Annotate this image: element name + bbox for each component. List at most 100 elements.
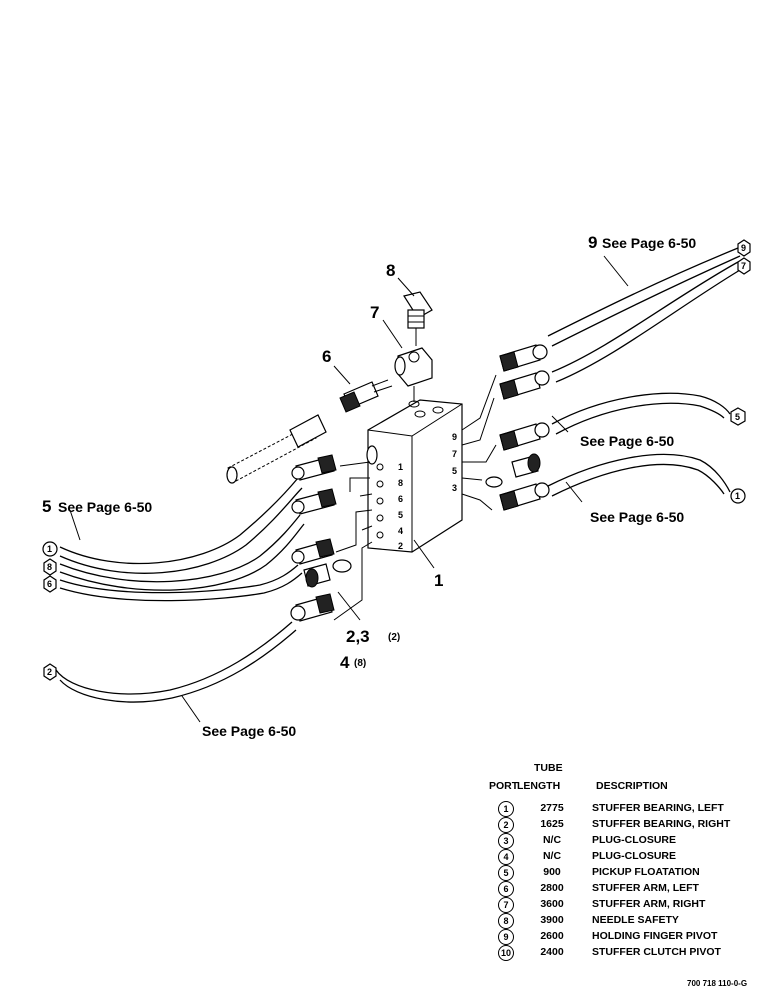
- description: STUFFER ARM, LEFT: [592, 882, 699, 894]
- leader-lines: [69, 255, 629, 723]
- description: PICKUP FLOATATION: [592, 866, 700, 878]
- marker-1-left: 1: [42, 541, 58, 557]
- svg-text:8: 8: [47, 562, 52, 572]
- block-port-9: 9: [452, 432, 457, 442]
- tube-port-5-right: [551, 392, 731, 435]
- fitting-right-port-7: [499, 370, 550, 400]
- table-row: 9 2600 HOLDING FINGER PIVOT: [486, 929, 766, 946]
- block-right-port-numbers: 9 7 5 3: [452, 432, 457, 493]
- hose-end-6: [226, 414, 327, 484]
- description: STUFFER BEARING, RIGHT: [592, 818, 731, 830]
- callout-2-3: 2,3: [346, 627, 370, 646]
- block-port-6: 6: [398, 494, 403, 504]
- callout-6: 6: [322, 347, 331, 366]
- description: NEEDLE SAFETY: [592, 914, 679, 926]
- block-port-2: 2: [398, 541, 403, 551]
- table-row: 6 2800 STUFFER ARM, LEFT: [486, 881, 766, 898]
- table-row: 10 2400 STUFFER CLUTCH PIVOT: [486, 945, 766, 962]
- description: STUFFER CLUTCH PIVOT: [592, 946, 721, 958]
- callout-4: 4: [340, 653, 350, 672]
- fitting-right-port-9: [499, 344, 548, 372]
- fitting-left-port-1: [291, 454, 337, 481]
- table-row: 1 2775 STUFFER BEARING, LEFT: [486, 801, 766, 818]
- see-page-5-right: See Page 6-50: [580, 433, 674, 449]
- table-row: 7 3600 STUFFER ARM, RIGHT: [486, 897, 766, 914]
- block-port-8: 8: [398, 478, 403, 488]
- marker-6-left: 6: [43, 575, 57, 593]
- fitting-right-port-1: [499, 482, 550, 511]
- tube-port-8-left: [59, 514, 305, 591]
- port-badge: 1: [498, 801, 514, 817]
- svg-text:7: 7: [741, 261, 746, 271]
- port-badge: 9: [498, 929, 514, 945]
- svg-text:5: 5: [735, 412, 740, 422]
- header-length: LENGTH: [517, 780, 561, 792]
- svg-text:1: 1: [47, 544, 52, 554]
- tube-port-1-left: [59, 477, 303, 574]
- plug-closure-2-3: [303, 559, 352, 588]
- port-badge: 6: [498, 881, 514, 897]
- marker-5-right: 5: [730, 407, 746, 426]
- tube-length: 2775: [540, 802, 564, 814]
- tube-port-1-right: [547, 453, 731, 497]
- port-badge: 3: [498, 833, 514, 849]
- tube-port-9: [547, 247, 741, 347]
- description: STUFFER BEARING, LEFT: [592, 802, 724, 814]
- marker-8-left: 8: [43, 558, 57, 576]
- callout-1: 1: [434, 571, 443, 590]
- fitting-6: [339, 379, 393, 413]
- port-badge: 5: [498, 865, 514, 881]
- fitting-right-port-5: [499, 422, 550, 451]
- fitting-left-port-2: [290, 593, 335, 622]
- marker-2-left: 2: [43, 663, 57, 681]
- description: HOLDING FINGER PIVOT: [592, 930, 718, 942]
- block-port-3: 3: [452, 483, 457, 493]
- marker-1-right: 1: [730, 488, 746, 504]
- port-badge: 10: [498, 945, 514, 961]
- description: STUFFER ARM, RIGHT: [592, 898, 706, 910]
- header-tube: TUBE: [534, 762, 563, 774]
- block-port-5r: 5: [452, 466, 457, 476]
- table-row: 3 N/C PLUG-CLOSURE: [486, 833, 766, 850]
- figure-code: 700 718 110-0-G: [687, 979, 748, 988]
- tube-length: 2800: [540, 882, 564, 894]
- callout-8: 8: [386, 261, 395, 280]
- table-row: 5 900 PICKUP FLOATATION: [486, 865, 766, 882]
- tube-length: N/C: [542, 850, 562, 862]
- block-right-connectors: [461, 374, 497, 511]
- port-badge: 2: [498, 817, 514, 833]
- see-page-5-left: See Page 6-50: [58, 499, 152, 515]
- callout-9: 9: [588, 233, 597, 252]
- block-port-1: 1: [398, 462, 403, 472]
- svg-text:1: 1: [735, 491, 740, 501]
- port-badge: 7: [498, 897, 514, 913]
- callout-7: 7: [370, 303, 379, 322]
- marker-7-top-right: 7: [737, 257, 751, 275]
- block-left-connectors: [333, 461, 373, 621]
- fitting-left-port-6: [291, 538, 335, 565]
- block-port-4: 4: [398, 526, 403, 536]
- callout-5: 5: [42, 497, 51, 516]
- svg-text:2: 2: [47, 667, 52, 677]
- grease-fitting-8: [403, 291, 433, 346]
- svg-text:9: 9: [741, 243, 746, 253]
- tee-fitting-7: [394, 347, 433, 408]
- tube-port-2-left: [55, 621, 297, 703]
- tube-length: N/C: [542, 834, 562, 846]
- see-page-1-right: See Page 6-50: [590, 509, 684, 525]
- marker-9-top-right: 9: [737, 239, 751, 257]
- description: PLUG-CLOSURE: [592, 850, 676, 862]
- block-port-5: 5: [398, 510, 403, 520]
- tube-port-7: [551, 261, 741, 383]
- callout-4-qty: (8): [354, 658, 366, 669]
- tube-length: 2400: [540, 946, 564, 958]
- callout-2-3-qty: (2): [388, 632, 400, 643]
- block-left-port-numbers: 1 8 6 5 4 2: [398, 462, 403, 551]
- fitting-left-port-8: [291, 488, 337, 515]
- tube-length: 2600: [540, 930, 564, 942]
- tube-length: 900: [543, 866, 561, 878]
- plug-closure-right: [485, 453, 541, 488]
- table-row: 4 N/C PLUG-CLOSURE: [486, 849, 766, 866]
- tube-length: 3900: [540, 914, 564, 926]
